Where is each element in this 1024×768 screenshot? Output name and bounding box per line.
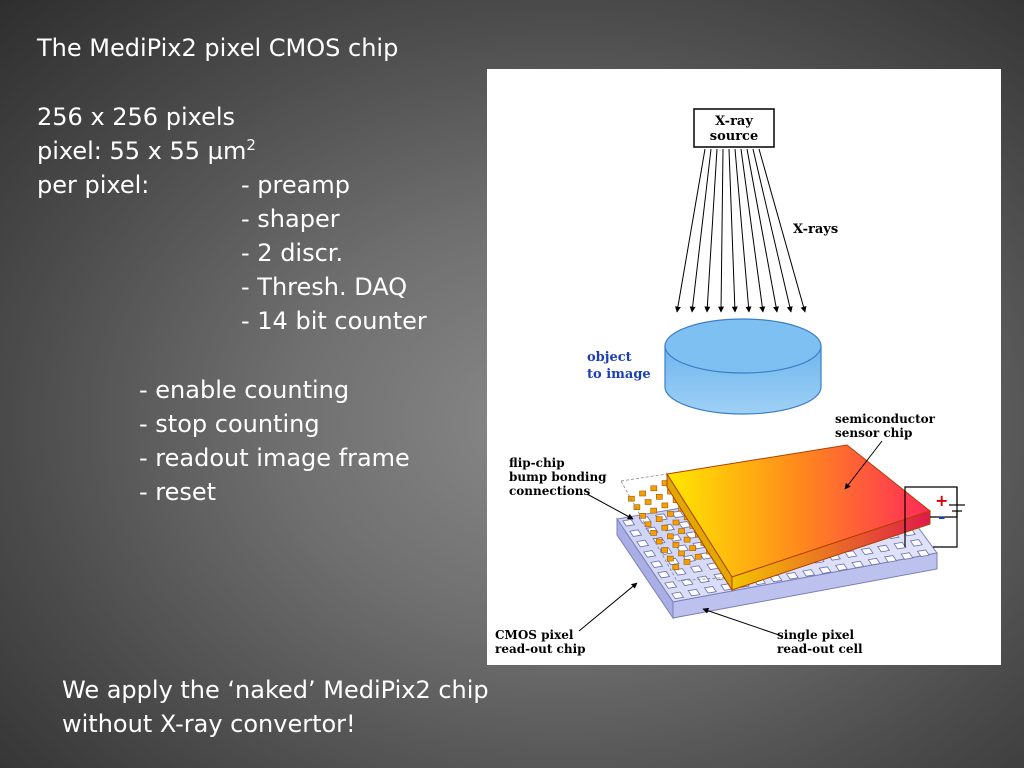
- function-item: - reset: [139, 478, 217, 506]
- object-label: to image: [587, 367, 651, 382]
- bump-bond: [639, 490, 646, 497]
- cmos-pixel-cell: [703, 586, 717, 594]
- cmos-pixel-cell: [629, 529, 643, 537]
- sensor-label: sensor chip: [835, 426, 912, 440]
- per-pixel-label: per pixel:: [37, 171, 150, 199]
- bump-bond: [661, 547, 668, 553]
- bump-bond: [661, 524, 669, 531]
- flipchip-label: flip-chip: [509, 456, 565, 470]
- function-item: - enable counting: [139, 376, 350, 404]
- bump-bond: [639, 512, 646, 519]
- cell-label: read-out cell: [777, 642, 863, 656]
- cmos-pixel-cell: [900, 552, 914, 560]
- medipix-diagram: X-ray source X-rays object to image: [487, 69, 1001, 665]
- spec-pixel-count: 256 x 256 pixels: [37, 103, 236, 131]
- spec-pixel-size: pixel: 55 x 55 µm2: [37, 134, 256, 168]
- cmos-pixel-cell: [877, 544, 891, 553]
- cell-pointer: [702, 607, 780, 636]
- cmos-label: read-out chip: [495, 642, 586, 656]
- spec-pixel-size-text: pixel: 55 x 55 µm: [37, 137, 247, 165]
- per-pixel-item: - 2 discr.: [241, 239, 344, 267]
- footer-line: We apply the ‘naked’ MediPix2 chip: [62, 676, 489, 704]
- function-item: - stop counting: [139, 410, 320, 438]
- flipchip-label: connections: [509, 484, 591, 498]
- bump-bond: [672, 541, 680, 548]
- xray-source-label: X-ray: [715, 114, 753, 129]
- cmos-pixel-cell: [785, 571, 799, 580]
- function-item: - readout image frame: [139, 444, 410, 472]
- bump-bond: [678, 550, 685, 557]
- bump-bond: [628, 495, 635, 502]
- cmos-pixel-cell: [664, 581, 678, 589]
- bias-circuit: [904, 486, 965, 548]
- bump-bond: [667, 511, 674, 517]
- cmos-pixel-cell: [687, 588, 701, 597]
- cmos-label: CMOS pixel: [495, 628, 574, 642]
- sensor-pointer: [844, 440, 883, 490]
- object-label: object: [587, 350, 632, 365]
- cmos-pixel-cell: [675, 544, 689, 553]
- bump-bond: [694, 553, 702, 560]
- cmos-pixel-cell: [622, 519, 636, 527]
- cmos-pixel-cell: [909, 539, 923, 547]
- flipchip-label: bump bonding: [509, 470, 607, 484]
- bias-minus: -: [938, 507, 945, 528]
- bump-bond: [683, 536, 691, 543]
- bump-bond: [650, 485, 658, 492]
- cmos-pixel-cell: [851, 560, 865, 569]
- bump-bond: [644, 521, 652, 528]
- flipchip-outline: [620, 473, 733, 582]
- bump-bond: [650, 530, 657, 536]
- bump-bond: [656, 493, 663, 500]
- bump-bond: [661, 502, 669, 509]
- per-pixel-item: - preamp: [241, 171, 350, 199]
- per-pixel-item: - shaper: [241, 205, 340, 233]
- cmos-pixel-cell: [844, 550, 858, 558]
- cell-label: single pixel: [777, 628, 855, 642]
- cmos-pixel-cell: [818, 566, 832, 574]
- cmos-pixel-cell: [671, 591, 685, 600]
- bump-bond: [650, 507, 657, 514]
- xray-source-label: source: [710, 129, 758, 144]
- bump-bond: [672, 519, 680, 526]
- cmos-pixel-cell: [893, 541, 907, 550]
- xrays-label: X-rays: [793, 222, 838, 237]
- per-pixel-item: - Thresh. DAQ: [241, 273, 408, 301]
- bump-bond: [683, 559, 691, 565]
- flipchip-pointer: [586, 493, 634, 520]
- bump-bond: [655, 516, 663, 522]
- bump-bond: [667, 533, 674, 540]
- cmos-pixel-cell: [860, 547, 874, 556]
- bump-bond: [644, 499, 652, 505]
- cmos-pixel-cell: [834, 563, 848, 572]
- xray-beams: [674, 148, 807, 313]
- spec-pixel-size-superscript: 2: [246, 136, 256, 154]
- bump-bond: [655, 538, 663, 545]
- cmos-pixel-cell: [650, 560, 664, 569]
- cmos-pixel-cell: [916, 549, 930, 557]
- medipix-diagram-svg: X-ray source X-rays object to image: [495, 108, 965, 656]
- bump-bond: [678, 528, 685, 534]
- cmos-pixel-cell: [671, 510, 685, 519]
- bump-bond: [672, 564, 680, 570]
- cmos-pixel-cell: [884, 555, 898, 563]
- footer-line: without X-ray convertor!: [62, 710, 356, 738]
- cmos-pixel-cell: [636, 539, 650, 548]
- object-cylinder: [664, 318, 822, 415]
- sensor-chip: [666, 444, 932, 592]
- cmos-pixel-cell: [643, 550, 657, 558]
- xray-source-box: [693, 108, 775, 148]
- slide-title: The MediPix2 pixel CMOS chip: [37, 34, 399, 62]
- cmos-pixel-cell: [802, 569, 816, 577]
- cmos-pointer: [578, 582, 638, 632]
- bump-bond: [689, 545, 696, 552]
- bump-bond: [667, 555, 674, 562]
- cmos-pixel-cell: [867, 557, 881, 566]
- cmos-pixel-cell: [673, 568, 687, 576]
- cmos-pixel-cell: [689, 565, 703, 573]
- sensor-label: semiconductor: [835, 412, 936, 426]
- cmos-pixel-cell: [657, 570, 671, 579]
- per-pixel-item: - 14 bit counter: [241, 307, 427, 335]
- bias-plus: +: [935, 491, 948, 510]
